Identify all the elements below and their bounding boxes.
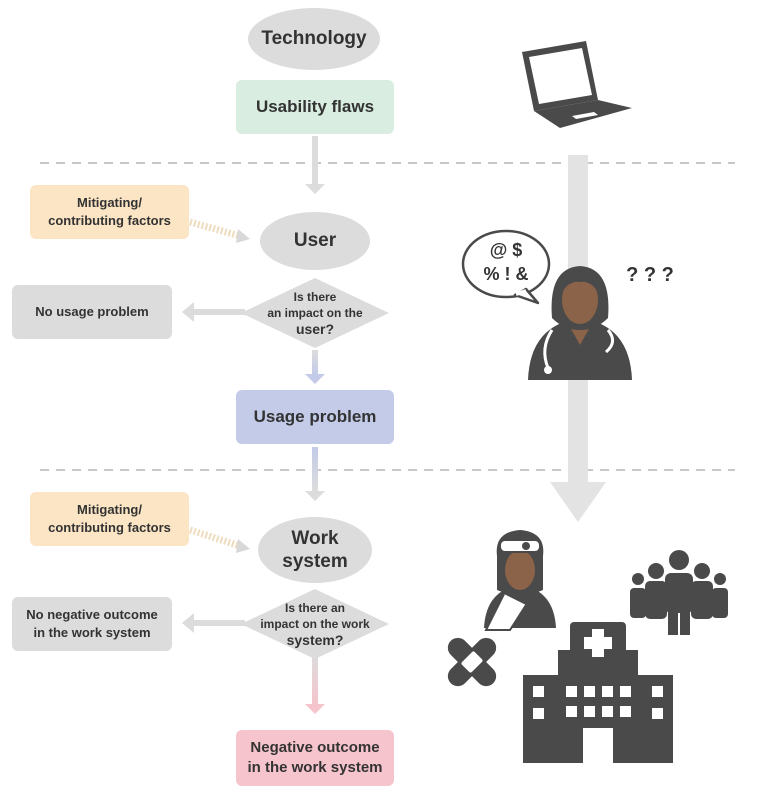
no-arrow	[182, 302, 245, 322]
frustrated-clinician-icon	[528, 266, 632, 380]
question-marks: ? ? ?	[626, 263, 674, 286]
work-system-node: Work system	[258, 517, 372, 583]
flow-arrow	[305, 447, 325, 501]
question-line: Is there an	[284, 601, 346, 615]
mitigating-factors-box: Mitigating/ contributing factors	[30, 185, 189, 239]
outcome-line: No negative outcome	[26, 607, 158, 622]
bandage-icon	[447, 637, 497, 687]
usage-problem-node: Usage problem	[236, 390, 394, 444]
work-system-line: Work	[291, 528, 339, 549]
speech-bubble-line: % ! &	[483, 264, 529, 284]
question-line: an impact on the	[267, 306, 363, 320]
surgeon-icon	[484, 530, 556, 631]
decision-diamond	[241, 278, 389, 348]
outcome-line: in the work system	[33, 625, 151, 640]
outcome-line: Negative outcome	[250, 739, 380, 756]
no-negative-outcome-box: No negative outcome in the work system	[12, 597, 172, 651]
outcome-line: in the work system	[247, 759, 383, 776]
flow-arrow	[305, 655, 325, 714]
decision-user-question: Is there an impact on the user?	[241, 286, 389, 340]
question-line: impact on the work	[260, 617, 370, 631]
negative-outcome-node: Negative outcome in the work system	[236, 730, 394, 786]
factor-arrow	[188, 526, 250, 553]
usability-flaws-node: Usability flaws	[236, 80, 394, 134]
team-icon	[630, 550, 728, 635]
factors-line: contributing factors	[48, 213, 171, 228]
decision-work-system-question: Is there an impact on the work system?	[241, 597, 389, 651]
flow-arrow	[305, 136, 325, 194]
factor-arrow	[189, 218, 250, 243]
no-usage-problem-box: No usage problem	[12, 285, 172, 339]
factors-line: Mitigating/	[77, 502, 142, 517]
work-system-line: system	[282, 551, 348, 572]
flow-arrow	[305, 350, 325, 384]
question-line: user?	[295, 321, 335, 337]
speech-bubble-icon	[461, 229, 551, 305]
factors-line: Mitigating/	[77, 195, 142, 210]
decision-diamond	[241, 589, 389, 659]
mitigating-factors-box: Mitigating/ contributing factors	[30, 492, 189, 546]
technology-node: Technology	[248, 8, 380, 70]
question-line: Is there	[293, 290, 337, 304]
laptop-icon	[522, 41, 632, 128]
factors-line: contributing factors	[48, 520, 171, 535]
speech-bubble-line: @ $	[489, 240, 523, 260]
no-arrow	[182, 613, 245, 633]
user-node: User	[260, 212, 370, 270]
hospital-icon	[523, 622, 673, 763]
question-line: system?	[286, 632, 344, 648]
speech-bubble-text: @ $ % ! &	[470, 234, 542, 290]
